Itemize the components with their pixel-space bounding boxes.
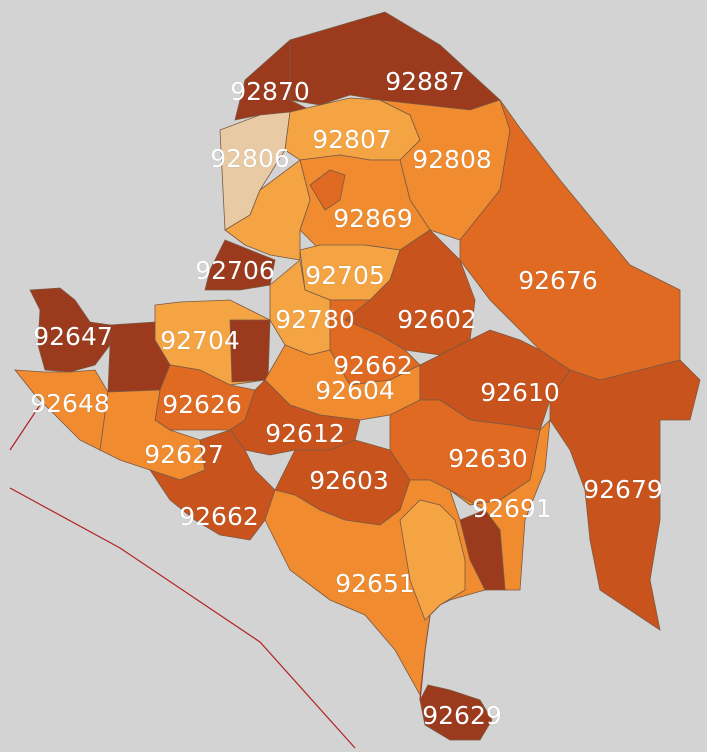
region-92629[interactable]: [419, 684, 493, 741]
zip-label-92869: 92869: [333, 204, 413, 233]
region-92651-light[interactable]: [399, 499, 466, 621]
region-92679[interactable]: [549, 359, 701, 631]
zip-label-92604: 92604: [315, 376, 395, 405]
zip-labels: 92870 92887 92807 92806 92808 92869 92706 92705…: [30, 67, 663, 731]
region-92647[interactable]: [29, 287, 111, 373]
zip-label-92806: 92806: [210, 144, 290, 173]
region-92660[interactable]: [149, 429, 276, 541]
region-west-anaheim[interactable]: [224, 159, 311, 261]
zip-label-92612: 92612: [265, 419, 345, 448]
zip-label-92780: 92780: [275, 305, 355, 334]
zip-label-92629: 92629: [422, 701, 502, 730]
zip-label-92691: 92691: [472, 494, 552, 523]
region-92612[interactable]: [229, 379, 361, 456]
region-92869-inner[interactable]: [309, 169, 346, 211]
zip-label-92676: 92676: [518, 266, 598, 295]
zip-label-92647: 92647: [33, 322, 113, 351]
zip-label-92602: 92602: [397, 305, 477, 334]
zip-label-92626: 92626: [162, 390, 242, 419]
zip-label-92662: 92662: [333, 351, 413, 380]
zip-label-92603: 92603: [309, 466, 389, 495]
zip-label-92610: 92610: [480, 378, 560, 407]
region-92808[interactable]: [379, 99, 511, 241]
zip-regions: [14, 11, 701, 741]
region-92706[interactable]: [204, 239, 276, 291]
zip-label-92887: 92887: [385, 67, 465, 96]
zip-label-92705: 92705: [305, 261, 385, 290]
zip-label-92870: 92870: [230, 77, 310, 106]
zip-label-92704: 92704: [160, 326, 240, 355]
zip-label-92706: 92706: [195, 256, 275, 285]
zip-label-92651: 92651: [335, 569, 415, 598]
zip-label-92807: 92807: [312, 125, 392, 154]
zip-label-92679: 92679: [583, 475, 663, 504]
zip-label-92648: 92648: [30, 389, 110, 418]
zip-label-92808: 92808: [412, 145, 492, 174]
zip-label-92662: 92662: [179, 502, 259, 531]
zip-label-92630: 92630: [448, 444, 528, 473]
zip-label-92627: 92627: [144, 440, 224, 469]
